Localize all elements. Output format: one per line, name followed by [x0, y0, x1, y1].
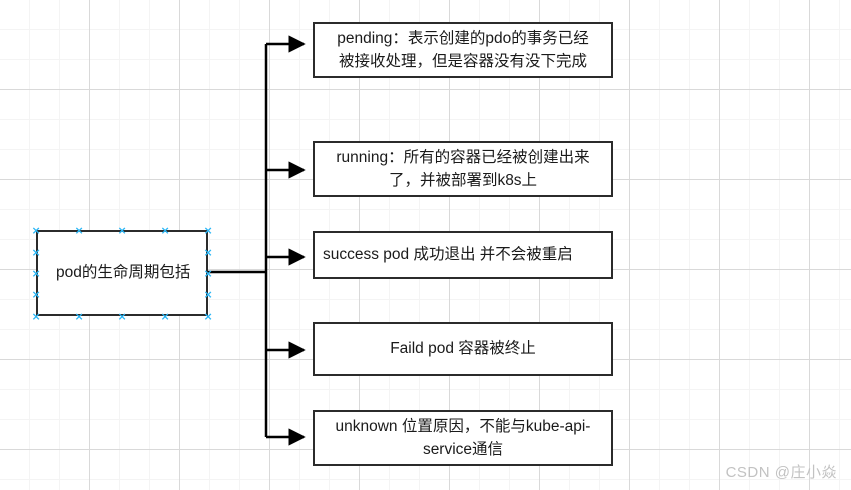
resize-handle-sw[interactable]: [32, 312, 41, 321]
node-state-running[interactable]: running：所有的容器已经被创建出来 了，并被部署到k8s上: [313, 141, 613, 197]
resize-handle-n1[interactable]: [75, 226, 84, 235]
node-state-success-label: success pod 成功退出 并不会被重启: [323, 246, 573, 264]
node-state-failed-label: Faild pod 容器被终止: [390, 340, 536, 358]
node-state-unknown[interactable]: unknown 位置原因，不能与kube-api- service通信: [313, 410, 613, 466]
node-state-pending[interactable]: pending：表示创建的pdo的事务已经 被接收处理，但是容器没有没下完成: [313, 22, 613, 78]
resize-handle-w2[interactable]: [32, 290, 41, 299]
node-state-pending-label: pending：表示创建的pdo的事务已经 被接收处理，但是容器没有没下完成: [337, 29, 589, 70]
node-state-running-label: running：所有的容器已经被创建出来 了，并被部署到k8s上: [336, 148, 590, 189]
resize-handle-ne[interactable]: [204, 226, 213, 235]
node-state-unknown-label: unknown 位置原因，不能与kube-api- service通信: [335, 417, 591, 458]
resize-handle-s1[interactable]: [75, 312, 84, 321]
resize-handle-w1[interactable]: [32, 248, 41, 257]
resize-handle-n[interactable]: [118, 226, 127, 235]
node-pod-lifecycle-label: pod的生命周期包括: [56, 264, 191, 282]
resize-handle-s[interactable]: [118, 312, 127, 321]
watermark: CSDN @庄小焱: [725, 464, 837, 481]
resize-handle-e1[interactable]: [204, 248, 213, 257]
resize-handle-e[interactable]: [204, 269, 213, 278]
node-state-success[interactable]: success pod 成功退出 并不会被重启: [313, 231, 613, 279]
resize-handle-e2[interactable]: [204, 290, 213, 299]
resize-handle-w[interactable]: [32, 269, 41, 278]
resize-handle-n2[interactable]: [161, 226, 170, 235]
node-state-failed[interactable]: Faild pod 容器被终止: [313, 322, 613, 376]
node-pod-lifecycle[interactable]: pod的生命周期包括: [36, 230, 208, 316]
resize-handle-nw[interactable]: [32, 226, 41, 235]
resize-handle-s2[interactable]: [161, 312, 170, 321]
resize-handle-se[interactable]: [204, 312, 213, 321]
